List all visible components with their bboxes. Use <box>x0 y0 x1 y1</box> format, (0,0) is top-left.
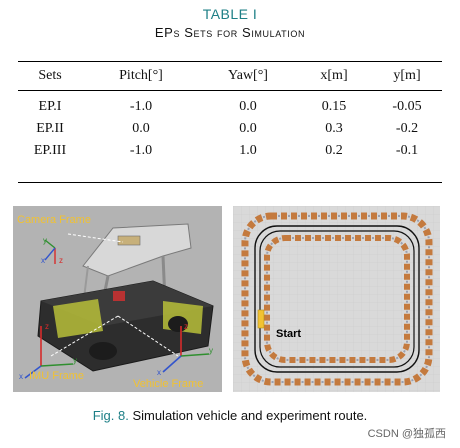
cell: 1.0 <box>239 143 257 158</box>
header-sets: Sets <box>38 68 62 83</box>
figure-number: Fig. 8. <box>92 408 129 423</box>
camera-frame-label: Camera Frame <box>17 214 91 226</box>
bottom-rule <box>18 182 442 183</box>
vehicle-frame-label: Vehicle Frame <box>133 378 204 390</box>
cell: 0.3 <box>325 121 343 136</box>
route-illustration <box>233 206 440 392</box>
cell: 0.15 <box>321 99 347 114</box>
start-label: Start <box>276 328 302 340</box>
imu-z-axis: z <box>45 322 49 331</box>
cell: EP.III <box>33 143 67 158</box>
cell: -0.2 <box>395 121 419 136</box>
figure-caption: Fig. 8. Simulation vehicle and experimen… <box>0 408 460 423</box>
table-header-row: Sets Pitch[°] Yaw[°] x[m] y[m] <box>18 62 442 90</box>
header-yaw: Yaw[°] <box>228 68 268 83</box>
route-figure: Start <box>233 206 440 392</box>
cell: 0.2 <box>325 143 343 158</box>
table-row: EP.I -1.0 0.0 0.15 -0.05 <box>18 96 442 118</box>
figure-caption-text: Simulation vehicle and experiment route. <box>132 408 368 423</box>
cell: -0.05 <box>392 99 422 114</box>
top-rule <box>18 61 442 62</box>
vehicle-figure: Camera Frame IMU Frame Vehicle Frame y z… <box>13 206 222 392</box>
camera-x-axis: x <box>41 256 45 265</box>
imu-x-axis: x <box>19 372 23 381</box>
header-y: y[m] <box>393 68 421 83</box>
vehicle-x-axis: x <box>157 368 161 377</box>
imu-frame-label: IMU Frame <box>29 370 84 382</box>
table-row: EP.III -1.0 1.0 0.2 -0.1 <box>18 140 442 162</box>
vehicle-z-axis: z <box>184 322 188 331</box>
cell: EP.II <box>36 121 64 136</box>
header-pitch: Pitch[°] <box>119 68 163 83</box>
table-caption: EPs Sets for Simulation <box>154 25 306 40</box>
cell: 0.0 <box>239 121 257 136</box>
eps-table: Sets Pitch[°] Yaw[°] x[m] y[m] EP.I -1.0… <box>18 62 442 162</box>
table-number: TABLE I <box>202 6 258 22</box>
cell: EP.I <box>38 99 62 114</box>
camera-y-axis: y <box>43 236 47 245</box>
cell: -1.0 <box>129 143 153 158</box>
vehicle-illustration <box>24 223 214 379</box>
vehicle-y-axis: y <box>209 346 213 355</box>
csdn-watermark: CSDN @独孤西 <box>367 428 446 440</box>
header-rule <box>18 90 442 91</box>
cell: 0.0 <box>132 121 150 136</box>
camera-z-axis: z <box>59 256 63 265</box>
cell: -0.1 <box>395 143 419 158</box>
table-row: EP.II 0.0 0.0 0.3 -0.2 <box>18 118 442 140</box>
header-x: x[m] <box>320 68 348 83</box>
cell: -1.0 <box>129 99 153 114</box>
cell: 0.0 <box>239 99 257 114</box>
imu-y-axis: y <box>73 356 77 365</box>
